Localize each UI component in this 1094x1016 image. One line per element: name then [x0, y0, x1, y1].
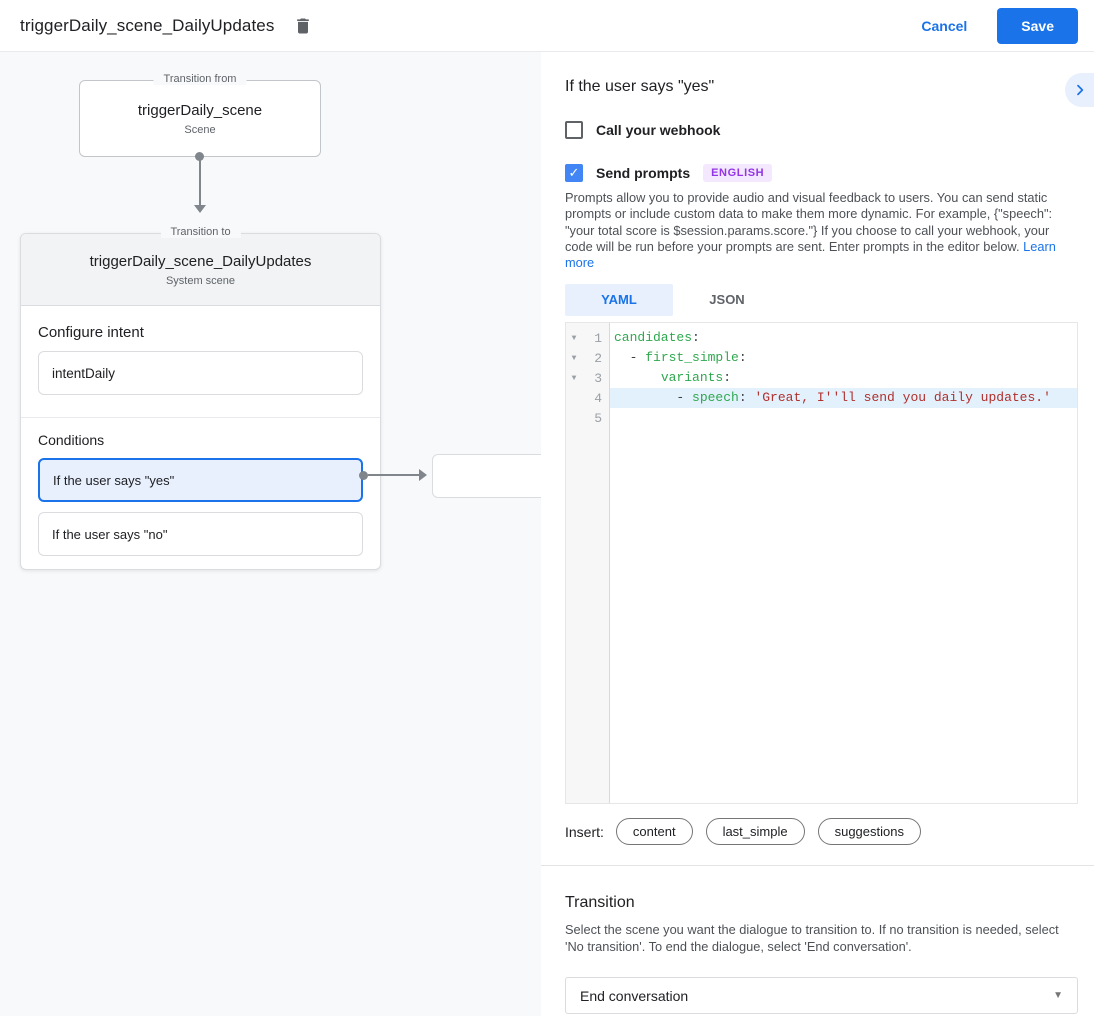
- gutter-row: 4: [566, 388, 609, 408]
- insert-label: Insert:: [565, 823, 604, 840]
- transition-section-title: Transition: [565, 894, 635, 912]
- token-plain: :: [738, 350, 747, 366]
- webhook-row[interactable]: Call your webhook: [565, 121, 1079, 139]
- line-number: 1: [594, 330, 602, 346]
- token-key: variants: [660, 370, 724, 386]
- connector-dot-horizontal: [359, 471, 368, 480]
- send-prompts-row[interactable]: ✓ Send prompts ENGLISH: [565, 164, 1079, 182]
- line-number: 2: [594, 350, 602, 366]
- token-plain: -: [614, 390, 693, 406]
- dropdown-caret-icon: ▼: [1053, 990, 1063, 1002]
- to-scene-body: Configure intent intentDaily Conditions …: [21, 306, 380, 556]
- token-key: first_simple: [645, 350, 739, 366]
- editor-format-tabs: YAML JSON: [565, 284, 1079, 317]
- connector-line-horizontal: [368, 474, 420, 476]
- code-line-3[interactable]: variants:: [610, 368, 1077, 388]
- fold-arrow-icon[interactable]: ▼: [571, 373, 577, 383]
- token-plain: [614, 370, 661, 385]
- line-number: 4: [594, 390, 602, 406]
- code-line-2[interactable]: - first_simple:: [610, 348, 1077, 368]
- send-prompts-label: Send prompts: [596, 165, 691, 181]
- prompts-description: Prompts allow you to provide audio and v…: [565, 190, 1079, 271]
- collapse-panel-button[interactable]: [1065, 73, 1094, 107]
- gutter-row: ▼3: [566, 368, 609, 388]
- from-scene-name: triggerDaily_scene: [137, 102, 263, 119]
- transition-description: Select the scene you want the dialogue t…: [565, 922, 1059, 954]
- cancel-button[interactable]: Cancel: [921, 17, 968, 34]
- transition-select[interactable]: End conversation ▼: [565, 977, 1078, 1015]
- chevron-right-icon: [1077, 84, 1084, 96]
- to-scene-type: System scene: [165, 275, 236, 287]
- code-line-1[interactable]: candidates:: [610, 328, 1077, 348]
- from-scene-type: Scene: [184, 124, 216, 136]
- insert-chip-content[interactable]: content: [615, 818, 693, 846]
- insert-chip-last-simple[interactable]: last_simple: [705, 818, 805, 846]
- webhook-checkbox[interactable]: [565, 121, 583, 139]
- condition-no[interactable]: If the user says "no": [38, 512, 363, 556]
- intent-field[interactable]: intentDaily: [38, 351, 363, 395]
- transition-select-value: End conversation: [580, 987, 689, 1004]
- delete-scene-button[interactable]: [292, 15, 314, 37]
- fold-arrow-icon[interactable]: ▼: [571, 353, 577, 363]
- transition-target-box[interactable]: [432, 454, 541, 498]
- line-number: 5: [594, 410, 602, 426]
- webhook-label: Call your webhook: [596, 122, 721, 138]
- learn-more-link[interactable]: Learn more: [565, 238, 1056, 271]
- fold-arrow-icon[interactable]: ▼: [571, 333, 577, 343]
- token-key: speech: [692, 390, 739, 406]
- transition-from-node[interactable]: Transition from triggerDaily_scene Scene: [79, 73, 321, 157]
- line-number: 3: [594, 370, 602, 386]
- tab-json[interactable]: JSON: [709, 292, 745, 308]
- scene-title: triggerDaily_scene_DailyUpdates: [20, 15, 275, 35]
- token-plain: :: [738, 390, 755, 406]
- gutter-row: ▼1: [566, 328, 609, 348]
- prompts-description-text: Prompts allow you to provide audio and v…: [565, 190, 1053, 254]
- arrowhead-right-icon: [419, 469, 427, 481]
- code-line-5[interactable]: [610, 408, 1077, 428]
- panel-title: If the user says "yes": [565, 78, 715, 95]
- gutter-row: 5: [566, 408, 609, 428]
- insert-row: Insert: content last_simple suggestions: [565, 818, 1079, 846]
- token-str: 'Great, I''ll send you daily updates.': [754, 390, 1051, 406]
- condition-detail-panel: If the user says "yes" Call your webhook…: [541, 52, 1094, 1016]
- token-key: candidates: [614, 330, 693, 346]
- top-bar: triggerDaily_scene_DailyUpdates Cancel S…: [0, 0, 1094, 52]
- connector-line-vertical: [199, 157, 201, 206]
- gutter-row: ▼2: [566, 348, 609, 368]
- editor-code[interactable]: candidates: - first_simple: variants: - …: [610, 323, 1077, 803]
- arrowhead-down-icon: [194, 205, 206, 213]
- send-prompts-checkbox[interactable]: ✓: [565, 164, 583, 182]
- transition-from-legend: Transition from: [153, 73, 247, 85]
- connector-dot-vertical: [195, 152, 204, 161]
- conditions-label: Conditions: [38, 432, 105, 448]
- to-scene-name: triggerDaily_scene_DailyUpdates: [89, 253, 312, 270]
- to-scene-header[interactable]: triggerDaily_scene_DailyUpdates System s…: [21, 234, 380, 306]
- header-actions: Cancel Save: [921, 7, 1078, 44]
- code-line-4[interactable]: - speech: 'Great, I''ll send you daily u…: [610, 388, 1077, 409]
- insert-chip-suggestions[interactable]: suggestions: [817, 818, 921, 846]
- condition-yes[interactable]: If the user says "yes": [38, 458, 363, 502]
- tab-yaml[interactable]: YAML: [565, 284, 673, 317]
- token-plain: :: [723, 370, 732, 386]
- section-divider: [541, 865, 1094, 867]
- token-plain: -: [614, 350, 646, 366]
- main-split: Transition from triggerDaily_scene Scene…: [0, 52, 1094, 1016]
- transition-to-node: Transition to triggerDaily_scene_DailyUp…: [20, 226, 381, 570]
- save-button[interactable]: Save: [997, 7, 1078, 44]
- configure-intent-label: Configure intent: [38, 324, 144, 341]
- scene-flow-canvas: Transition from triggerDaily_scene Scene…: [0, 52, 541, 1016]
- card-divider: [21, 417, 380, 418]
- trash-icon: [297, 18, 310, 33]
- token-plain: :: [692, 330, 700, 346]
- transition-to-legend: Transition to: [160, 226, 241, 238]
- language-badge: ENGLISH: [703, 164, 773, 182]
